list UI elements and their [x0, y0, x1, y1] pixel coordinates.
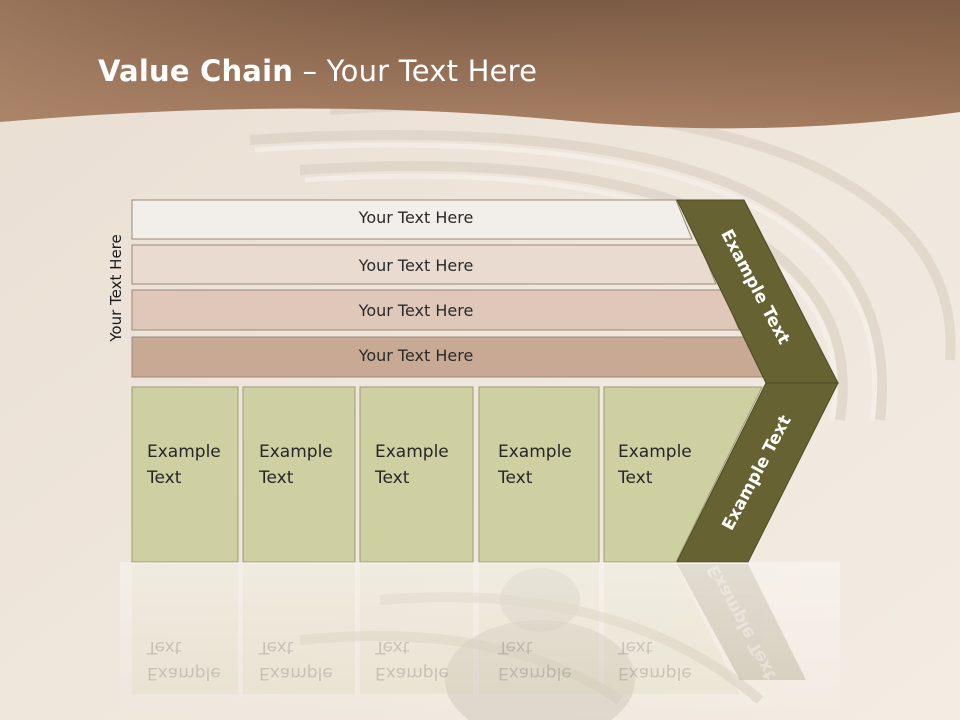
column-1-line1: Example — [147, 442, 221, 462]
bar-label-1: Your Text Here — [358, 208, 474, 227]
bar-2 — [131, 244, 717, 285]
column-1-line2: Text — [147, 468, 182, 488]
bar-label-3: Your Text Here — [358, 301, 474, 320]
column-2-line1: Example — [259, 442, 333, 462]
column-4-line1: Example — [498, 442, 572, 462]
bar-1 — [131, 199, 693, 240]
bar-stack — [131, 199, 765, 378]
column-3-line1: Example — [375, 442, 449, 462]
reflection-text-1: Example Text — [147, 634, 221, 686]
reflection-3-line2: Text — [375, 637, 410, 657]
title-bold: Value Chain — [98, 54, 294, 88]
slide-title: Value Chain – Your Text Here — [98, 54, 537, 88]
column-1 — [131, 386, 239, 563]
column-5-line2: Text — [618, 468, 653, 488]
reflection-3-line1: Example — [375, 663, 449, 683]
bar-3 — [131, 289, 740, 331]
column-3 — [359, 386, 474, 563]
column-2 — [242, 386, 356, 563]
column-3-line2: Text — [375, 468, 410, 488]
reflection-5-line2: Text — [618, 637, 653, 657]
column-group — [131, 386, 763, 563]
side-label: Your Text Here — [107, 234, 125, 342]
column-4 — [478, 386, 600, 563]
reflection-text-3: Example Text — [375, 634, 449, 686]
reflection-4-line1: Example — [498, 663, 572, 683]
reflection-text-4: Example Text — [498, 634, 572, 686]
reflection-5-line1: Example — [618, 663, 692, 683]
reflection-1-line2: Text — [147, 637, 182, 657]
bar-label-4: Your Text Here — [358, 346, 474, 365]
reflection-2-line2: Text — [259, 637, 294, 657]
reflection-text-2: Example Text — [259, 634, 333, 686]
column-4-line2: Text — [498, 468, 533, 488]
reflection-2-line1: Example — [259, 663, 333, 683]
bar-label-2: Your Text Here — [358, 256, 474, 275]
column-2-line2: Text — [259, 468, 294, 488]
title-rest: – Your Text Here — [293, 54, 538, 88]
column-5-line1: Example — [618, 442, 692, 462]
reflection-1-line1: Example — [147, 663, 221, 683]
reflection-text-5: Example Text — [618, 634, 692, 686]
reflection-4-line2: Text — [498, 637, 533, 657]
